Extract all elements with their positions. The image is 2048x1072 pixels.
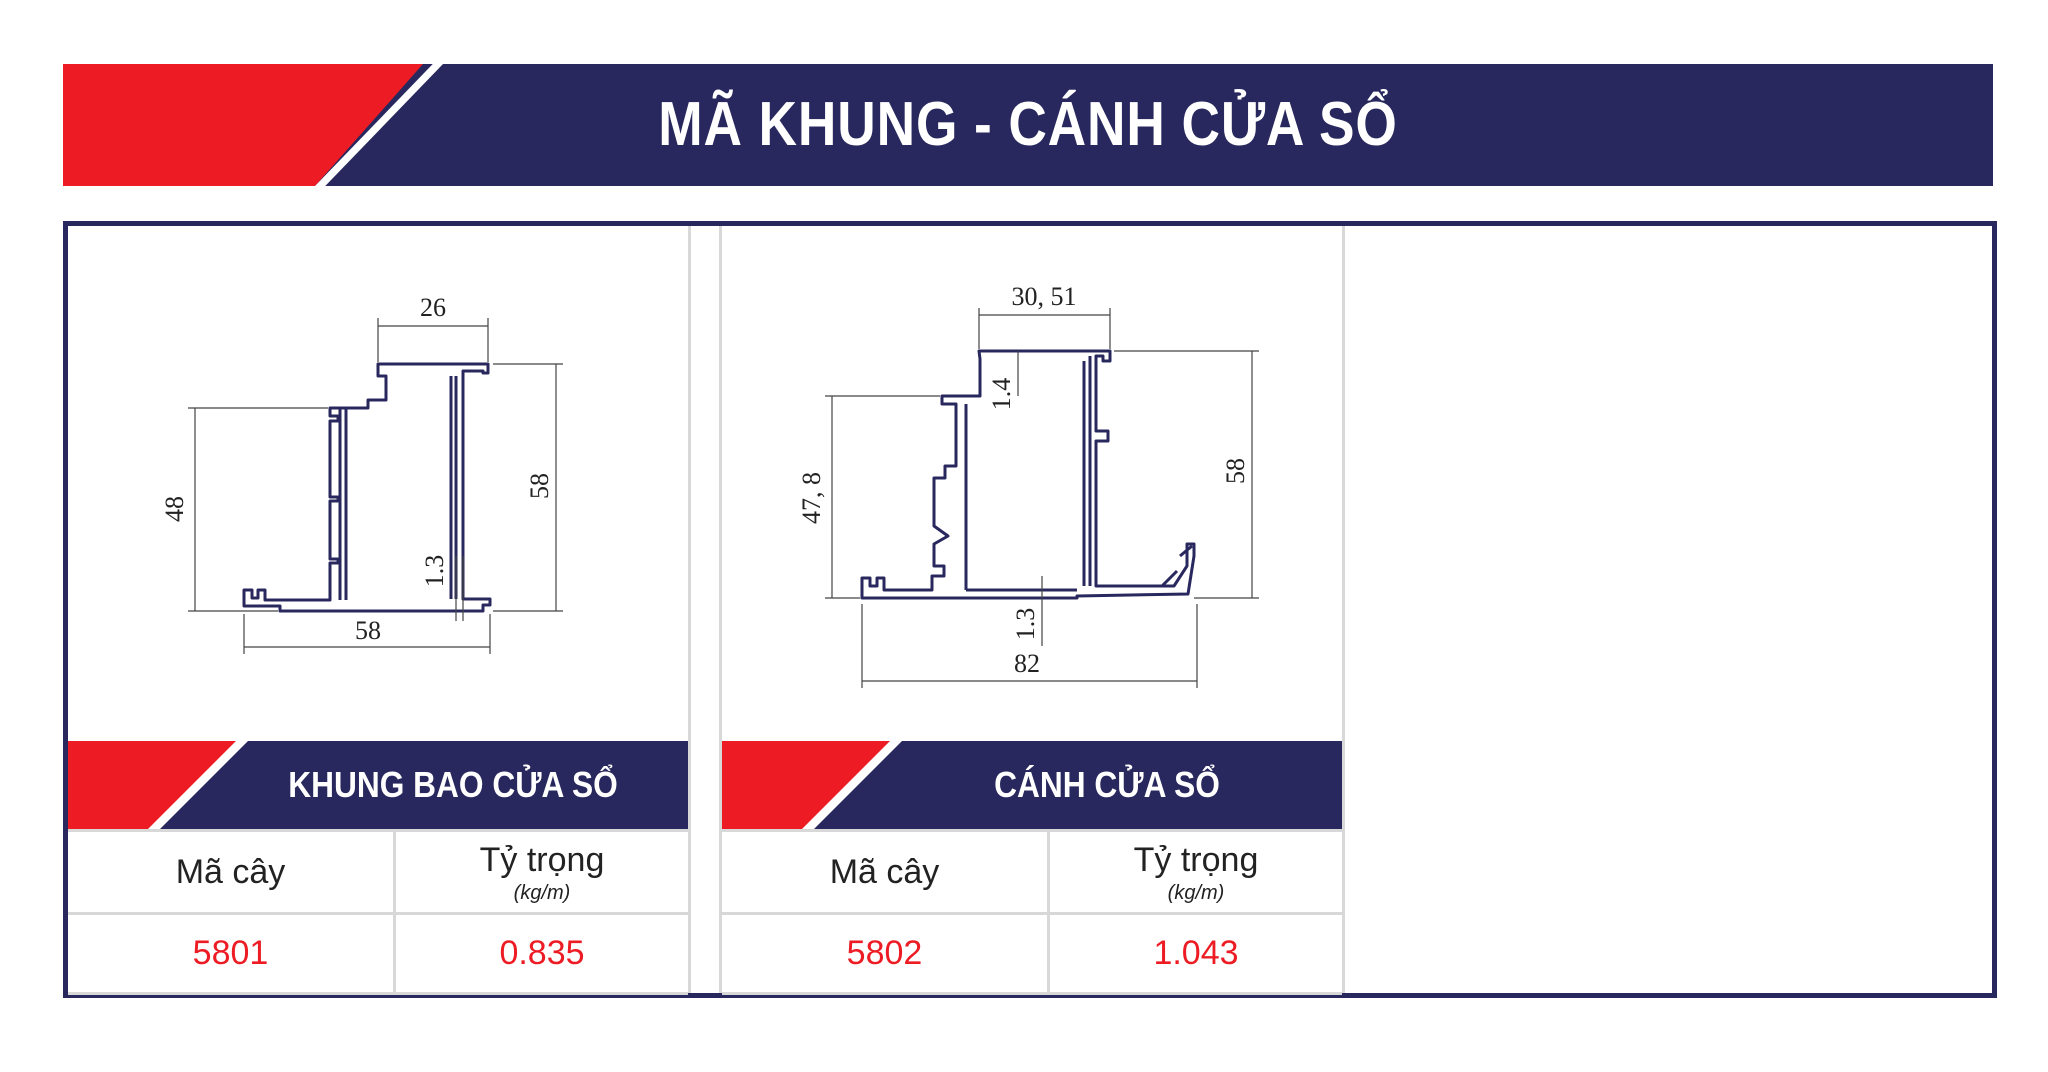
spec-table-5802: Mã cây Tỷ trọng (kg/m) 5802 1.043 — [722, 829, 1342, 995]
product-name-banner: CÁNH CỬA SỔ — [722, 741, 1342, 829]
dim-line-left — [825, 395, 940, 599]
dim-label-right: 58 — [1221, 458, 1250, 484]
product-name: KHUNG BAO CỬA SỔ — [288, 764, 618, 805]
code-header: Mã cây — [722, 829, 1050, 915]
spec-table-row: 5801 0.835 — [68, 912, 688, 995]
product-density: 1.043 — [1047, 912, 1342, 995]
profile-inner-wall-5802 — [964, 356, 1193, 592]
product-panel-khung-bao: 26 48 58 58 1.3 KHUNG BAO CỬA SỔ Mã cây … — [68, 226, 691, 995]
spec-table-header: Mã cây Tỷ trọng (kg/m) — [68, 829, 688, 915]
profile-inner-wall-5801 — [338, 376, 458, 600]
dim-label-right: 58 — [525, 473, 554, 499]
profile-svg-5802: 30, 51 1.4 47, 8 58 1.3 82 — [797, 282, 1259, 688]
dim-label-top: 26 — [420, 293, 446, 322]
spec-table-row: 5802 1.043 — [722, 912, 1342, 995]
spec-table-header: Mã cây Tỷ trọng (kg/m) — [722, 829, 1342, 915]
dim-label-bottom: 82 — [1014, 649, 1040, 678]
profile-outline-5802 — [860, 349, 1196, 600]
dim-label-wall: 1.3 — [420, 555, 449, 588]
code-header: Mã cây — [68, 829, 396, 915]
density-unit: (kg/m) — [1167, 881, 1225, 904]
dim-label-left: 48 — [160, 496, 189, 522]
spec-table-5801: Mã cây Tỷ trọng (kg/m) 5801 0.835 — [68, 829, 688, 995]
dim-line-bottom — [243, 614, 491, 654]
profile-drawing-5802: 30, 51 1.4 47, 8 58 1.3 82 — [722, 226, 1342, 741]
product-name: CÁNH CỬA SỔ — [994, 764, 1220, 805]
dim-label-inner: 1.4 — [987, 378, 1016, 411]
product-code: 5802 — [722, 912, 1050, 995]
product-code: 5801 — [68, 912, 396, 995]
profile-drawing-5801: 26 48 58 58 1.3 — [68, 226, 688, 741]
sub-red-accent — [68, 741, 238, 829]
density-header: Tỷ trọng — [479, 840, 605, 879]
dim-label-wall: 1.3 — [1011, 608, 1040, 641]
product-density: 0.835 — [393, 912, 688, 995]
product-name-banner: KHUNG BAO CỬA SỔ — [68, 741, 688, 829]
dim-line-wall — [455, 556, 464, 621]
dim-line-top — [377, 318, 489, 362]
page-title: MÃ KHUNG - CÁNH CỬA SỔ — [658, 90, 1398, 159]
dim-line-left — [188, 407, 328, 612]
density-header-cell: Tỷ trọng (kg/m) — [1047, 829, 1342, 915]
density-unit: (kg/m) — [513, 881, 571, 904]
dim-line-right — [1114, 350, 1259, 599]
dim-line-bottom — [861, 604, 1198, 688]
header-banner: MÃ KHUNG - CÁNH CỬA SỔ — [63, 64, 1993, 186]
dim-label-top: 30, 51 — [1012, 282, 1077, 311]
product-frame: 26 48 58 58 1.3 KHUNG BAO CỬA SỔ Mã cây … — [63, 221, 1997, 998]
density-header: Tỷ trọng — [1133, 840, 1259, 879]
dim-line-top — [978, 308, 1111, 349]
product-panel-canh: 30, 51 1.4 47, 8 58 1.3 82 CÁNH CỬA SỔ M… — [719, 226, 1345, 995]
profile-outline-5801 — [242, 362, 492, 613]
dim-label-left: 47, 8 — [797, 472, 826, 524]
density-header-cell: Tỷ trọng (kg/m) — [393, 829, 688, 915]
dim-line-right — [493, 363, 563, 612]
dim-label-bottom: 58 — [355, 616, 381, 645]
profile-svg-5801: 26 48 58 58 1.3 — [160, 293, 563, 654]
sub-red-accent — [722, 741, 892, 829]
